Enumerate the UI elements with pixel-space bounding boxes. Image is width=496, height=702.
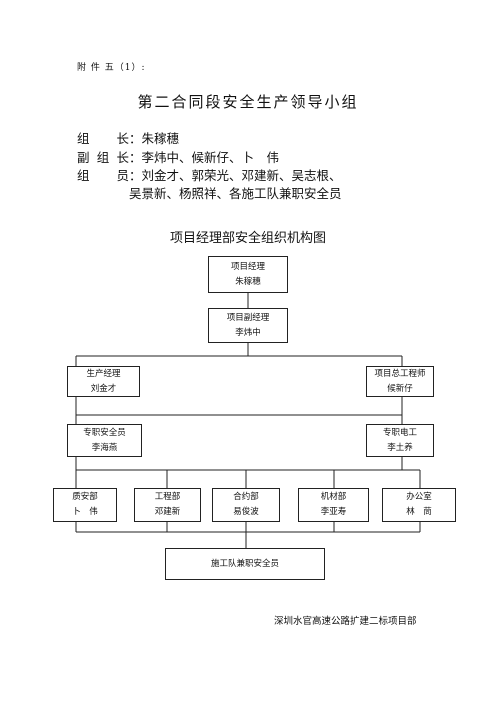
org-box-project-manager: 项目经理 朱稼穗 <box>208 256 288 293</box>
member-label: 组 长 <box>77 131 129 146</box>
org-role: 办公室 <box>406 492 432 502</box>
member-value: 刘金才、郭荣光、邓建新、吴志根、 <box>141 168 342 183</box>
org-person: 李炜中 <box>235 327 261 338</box>
member-label: 组 员 <box>77 168 129 183</box>
org-person: 易俊波 <box>233 507 259 517</box>
org-box-quality-safety-dept: 质安部 卜 伟 <box>53 488 117 522</box>
org-person: 林 茼 <box>406 507 432 517</box>
org-person: 李土养 <box>387 442 413 453</box>
org-person: 李海燕 <box>91 442 118 453</box>
org-box-office: 办公室 林 茼 <box>382 488 456 522</box>
org-person: 李亚寿 <box>320 507 347 517</box>
org-person: 候新仔 <box>387 383 413 394</box>
org-box-team-safety-officers: 施工队兼职安全员 <box>165 548 325 580</box>
member-value: 吴景新、杨照祥、各施工队兼职安全员 <box>129 186 342 201</box>
org-role: 施工队兼职安全员 <box>210 558 279 569</box>
org-box-chief-engineer: 项目总工程师 候新仔 <box>366 366 434 397</box>
org-box-production-manager: 生产经理 刘金才 <box>67 366 140 397</box>
org-role: 机材部 <box>320 492 347 502</box>
member-value: 李炜中、候新仔、卜 伟 <box>141 150 280 165</box>
org-role: 项目经理 <box>230 261 265 272</box>
org-role: 质安部 <box>72 492 98 502</box>
member-sep: ： <box>129 168 142 183</box>
org-box-safety-officer: 专职安全员 李海燕 <box>67 424 142 457</box>
org-role: 合约部 <box>233 492 259 502</box>
attachment-label: 附 件 五（1）: <box>77 63 146 73</box>
org-role: 项目副经理 <box>226 312 270 323</box>
org-role: 项目总工程师 <box>374 368 426 379</box>
org-box-electrician: 专职电工 李土养 <box>366 424 434 457</box>
org-person: 卜 伟 <box>72 507 98 517</box>
member-row-members-cont: 吴景新、杨照祥、各施工队兼职安全员 <box>77 183 342 202</box>
org-chart-title: 项目经理部安全组织机构图 <box>169 231 326 246</box>
org-person: 刘金才 <box>90 383 117 394</box>
member-row-leader: 组 长：朱稼穗 <box>77 128 179 147</box>
footer-organization: 深圳水官高速公路扩建二标项目部 <box>274 616 417 627</box>
member-label: 副组长 <box>77 150 129 165</box>
member-row-deputy: 副组长：李炜中、候新仔、卜 伟 <box>77 147 279 166</box>
member-row-members: 组 员：刘金才、郭荣光、邓建新、吴志根、 <box>77 165 342 184</box>
org-box-contract-dept: 合约部 易俊波 <box>212 488 280 522</box>
org-person: 朱稼穗 <box>235 276 261 287</box>
member-sep: ： <box>129 131 142 146</box>
member-sep: ： <box>129 150 142 165</box>
org-role: 生产经理 <box>86 368 121 379</box>
member-value: 朱稼穗 <box>141 131 180 146</box>
org-box-materials-dept: 机材部 李亚寿 <box>298 488 369 522</box>
org-person: 邓建新 <box>154 507 181 517</box>
org-role: 工程部 <box>154 492 181 502</box>
org-box-deputy-manager: 项目副经理 李炜中 <box>208 308 288 343</box>
document-title: 第二合同段安全生产领导小组 <box>137 93 359 111</box>
org-box-engineering-dept: 工程部 邓建新 <box>134 488 201 522</box>
org-role: 专职电工 <box>382 427 417 438</box>
org-role: 专职安全员 <box>83 427 126 438</box>
